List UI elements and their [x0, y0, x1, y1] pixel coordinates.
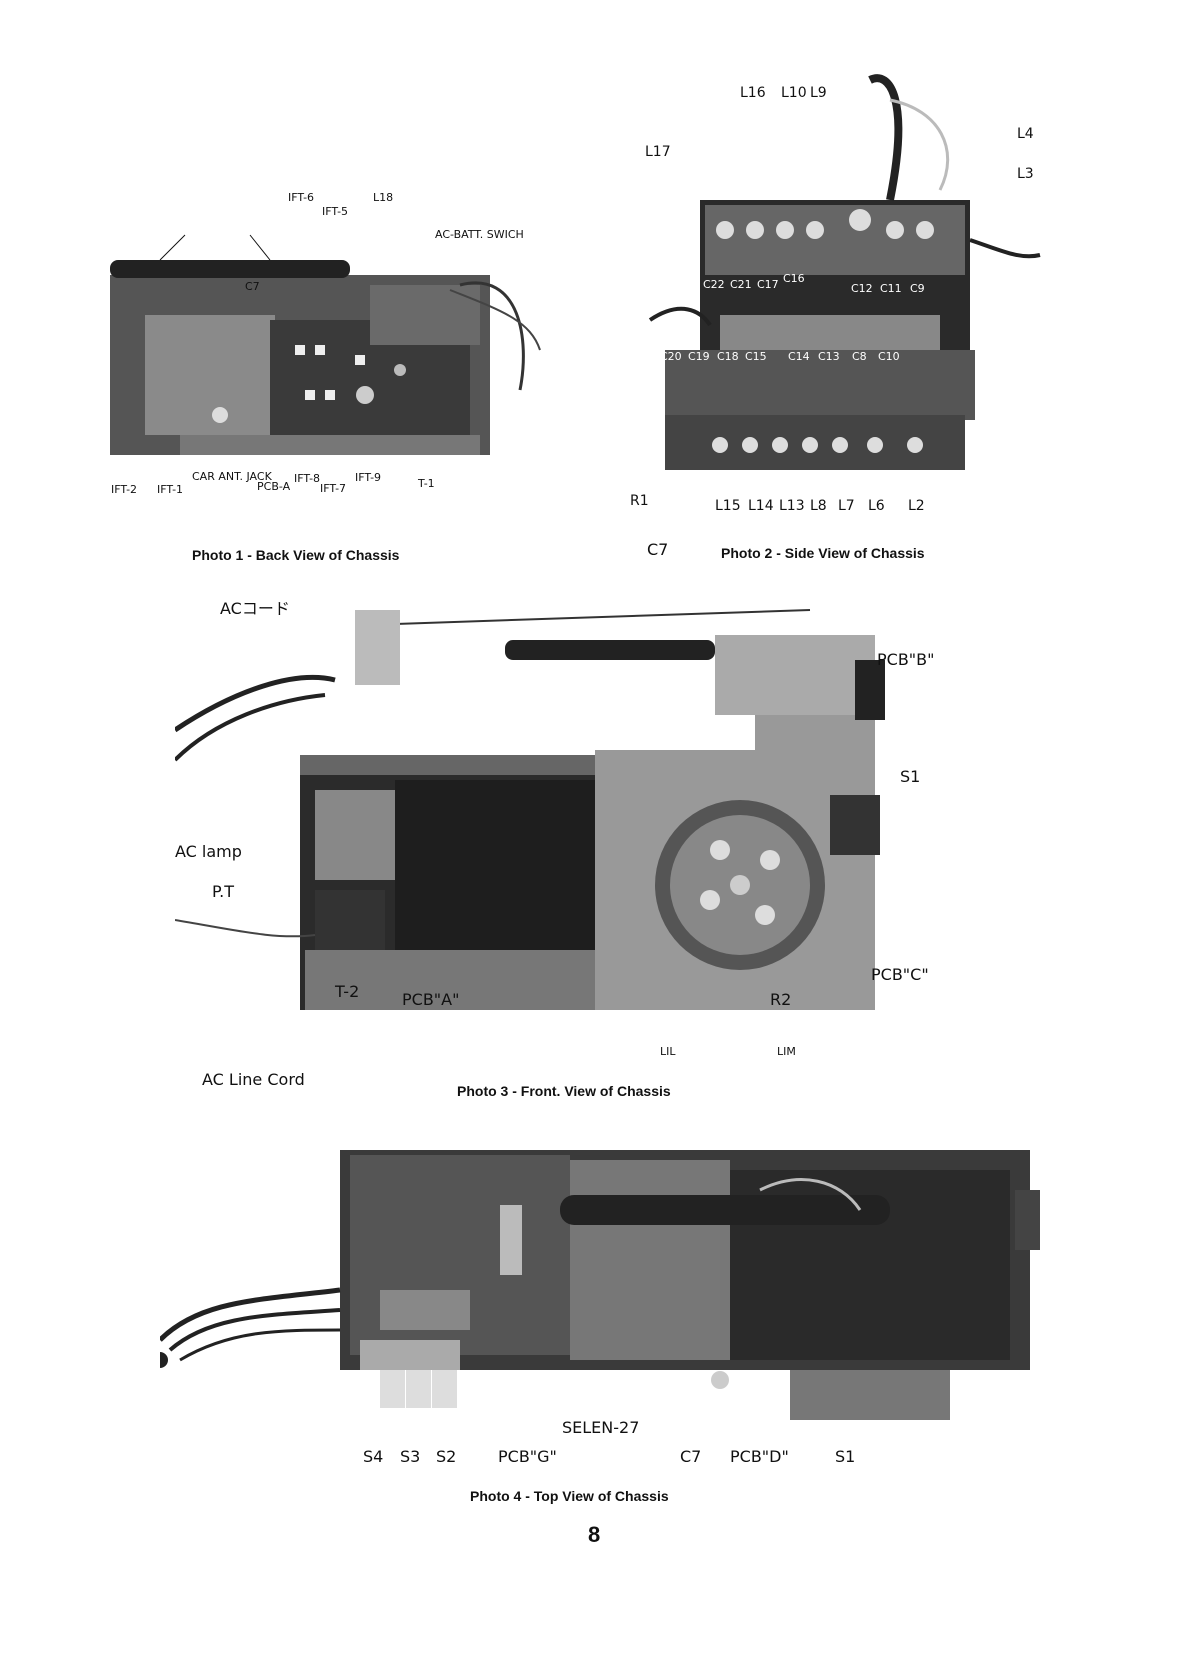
label-s1-top: S1 [835, 1447, 856, 1466]
label-ac-batt-switch: AC-BATT. SWICH [435, 228, 524, 241]
photo-2-caption: Photo 2 - Side View of Chassis [721, 545, 925, 561]
label-l15: L15 [715, 498, 741, 514]
label-c9: C9 [910, 282, 925, 295]
label-ift-7: IFT-7 [320, 482, 347, 495]
photo-4-top-view: AC Line Cord LIL LIM SELEN-27 S4 S3 S2 P… [160, 1045, 1040, 1480]
label-pcb-b: PCB"B" [877, 650, 935, 669]
label-r2: R2 [770, 990, 792, 1009]
chassis-front-view-image [175, 609, 885, 1010]
label-pcb-c: PCB"C" [871, 965, 929, 984]
label-selen-27: SELEN-27 [562, 1418, 640, 1437]
label-s4: S4 [363, 1447, 384, 1466]
label-ift-8: IFT-8 [294, 472, 321, 485]
photo-1-back-view: IFT-6 IFT-5 L18 AC-BATT. SWICH C7 CAR AN… [100, 190, 580, 530]
label-t-1: T-1 [418, 477, 435, 490]
label-l6: L6 [868, 498, 885, 514]
label-ift-1: IFT-1 [157, 483, 184, 496]
label-c7-top: C7 [680, 1447, 702, 1466]
photo-3-caption: Photo 3 - Front. View of Chassis [457, 1083, 671, 1099]
label-c7: C7 [245, 280, 260, 293]
label-c16: C16 [783, 272, 805, 285]
label-l16: L16 [740, 85, 766, 101]
photo-1-caption: Photo 1 - Back View of Chassis [192, 547, 400, 563]
label-ift-6: IFT-6 [288, 191, 315, 204]
label-l2: L2 [908, 498, 925, 514]
label-car-ant-jack: CAR ANT. JACK [192, 470, 272, 483]
label-lim: LIM [777, 1045, 796, 1058]
label-ac-cord: ACコード [220, 599, 290, 618]
label-r1: R1 [630, 493, 649, 509]
label-l7: L7 [838, 498, 855, 514]
label-c15: C15 [745, 350, 767, 363]
label-c10: C10 [878, 350, 900, 363]
label-l14: L14 [748, 498, 774, 514]
photo-4-caption: Photo 4 - Top View of Chassis [470, 1488, 669, 1504]
label-pcb-a: PCB-A [257, 480, 291, 493]
label-c14: C14 [788, 350, 810, 363]
label-c13: C13 [818, 350, 840, 363]
label-pcb-a: PCB"A" [402, 990, 460, 1009]
label-c8: C8 [852, 350, 867, 363]
label-c20: C20 [660, 350, 682, 363]
chassis-top-view-image [160, 1150, 1040, 1420]
label-c19: C19 [688, 350, 710, 363]
chassis-back-view-image [110, 234, 541, 455]
label-l17: L17 [645, 144, 671, 160]
label-c12: C12 [851, 282, 873, 295]
label-l13: L13 [779, 498, 805, 514]
label-s2: S2 [436, 1447, 457, 1466]
label-l8: L8 [810, 498, 827, 514]
label-c17: C17 [757, 278, 779, 291]
label-t-2: T-2 [335, 982, 360, 1001]
label-c22: C22 [703, 278, 725, 291]
label-l3: L3 [1017, 166, 1034, 182]
label-s1: S1 [900, 767, 921, 786]
label-p-t: P.T [212, 882, 235, 901]
label-ift-5: IFT-5 [322, 205, 349, 218]
label-lil: LIL [660, 1045, 676, 1058]
chassis-side-view-image [648, 74, 1041, 470]
label-c21: C21 [730, 278, 752, 291]
label-ac-line-cord: AC Line Cord [202, 1070, 305, 1089]
label-l18: L18 [373, 191, 394, 204]
label-l4: L4 [1017, 126, 1034, 142]
label-ift-9: IFT-9 [355, 471, 382, 484]
label-c7: C7 [647, 540, 669, 559]
label-pcb-g: PCB"G" [498, 1447, 557, 1466]
label-ift-2: IFT-2 [111, 483, 138, 496]
label-s3: S3 [400, 1447, 421, 1466]
label-pcb-d: PCB"D" [730, 1447, 789, 1466]
photo-3-front-view: C7 ACコード PCB"B" S1 AC lamp P.T T-2 PCB"A… [175, 540, 1025, 1070]
label-l9: L9 [810, 85, 827, 101]
label-l10: L10 [781, 85, 807, 101]
photo-2-side-view: L16 L10 L9 L17 L4 L3 C22 C21 C17 C16 C12… [630, 60, 1070, 530]
label-c18: C18 [717, 350, 739, 363]
label-ac-lamp: AC lamp [175, 842, 242, 861]
page-number: 8 [588, 1522, 601, 1547]
label-c11: C11 [880, 282, 902, 295]
